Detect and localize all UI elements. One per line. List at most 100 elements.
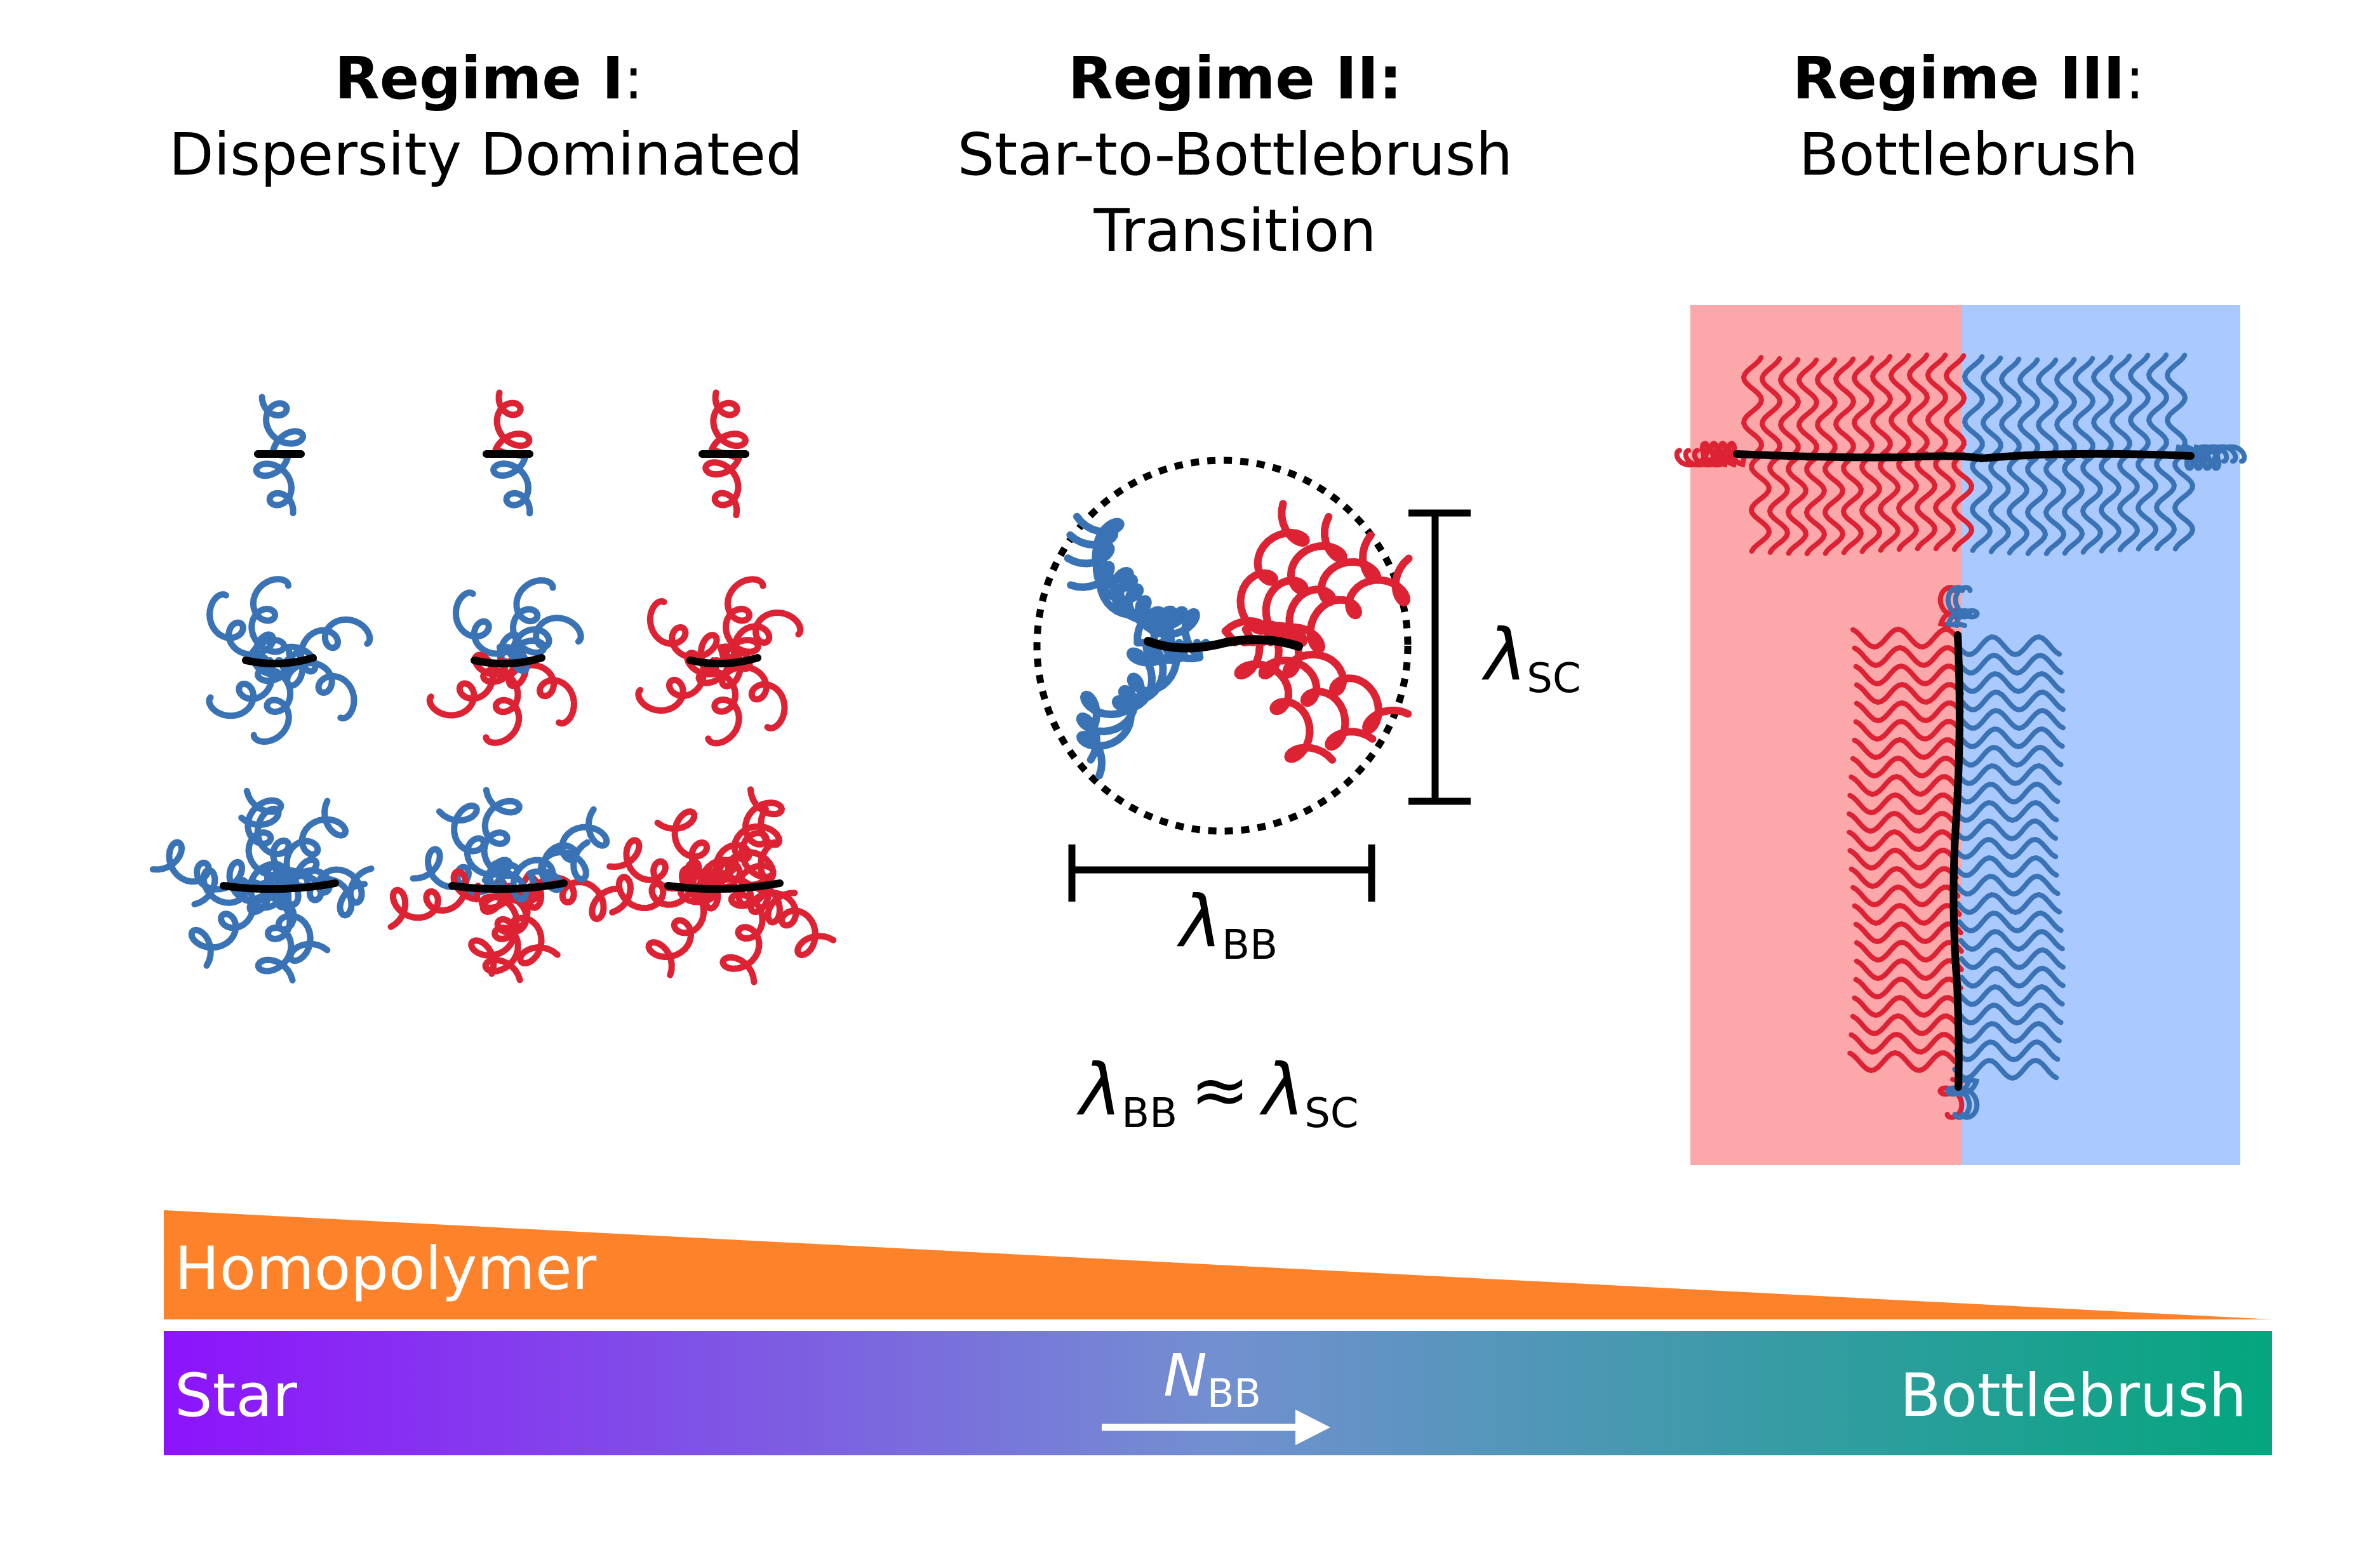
backbone — [664, 879, 784, 893]
polymer-r2-c1 — [206, 576, 373, 745]
side-chain — [635, 650, 721, 714]
side-chain — [1852, 994, 1962, 1018]
side-chain — [1958, 984, 2065, 1008]
side-chain — [1840, 455, 1864, 556]
side-chain — [1067, 561, 1210, 656]
side-chain — [1847, 810, 1957, 834]
side-chain — [248, 576, 291, 664]
side-chain — [2072, 356, 2096, 460]
side-chain — [478, 883, 523, 984]
n-bb-label: NBB — [1163, 1342, 1261, 1417]
end-chain — [1953, 1077, 1980, 1120]
side-chain — [2006, 455, 2030, 556]
side-chain — [1958, 928, 2065, 952]
svg-text:Regime I:: Regime I: — [335, 44, 643, 112]
molecule-boundary-dotted-circle — [1033, 457, 1412, 835]
side-chain — [1877, 452, 1901, 553]
side-chain — [253, 451, 297, 517]
side-chain — [285, 616, 373, 675]
end-chain — [1692, 441, 1738, 468]
side-chain — [1955, 634, 2062, 658]
side-chain — [2090, 354, 2115, 458]
side-chain — [1958, 947, 2066, 971]
side-chain — [1853, 976, 1963, 1000]
side-chain — [2054, 357, 2078, 461]
side-chain — [1748, 453, 1772, 554]
lambda-sc-label: λSC — [1481, 614, 1581, 702]
side-chain — [1853, 718, 1963, 742]
homopolymer-label: Homopolymer — [175, 1234, 597, 1304]
side-chain — [2017, 357, 2041, 461]
side-chain — [719, 651, 788, 731]
end-chain — [1683, 441, 1729, 468]
backbone — [471, 654, 545, 668]
side-chain — [1064, 542, 1192, 653]
side-chain — [1853, 921, 1963, 945]
star-label: Star — [175, 1361, 297, 1431]
polymer-r1-c1 — [253, 394, 306, 517]
regime-1-subtitle: Dispersity Dominated — [169, 121, 803, 189]
side-chain — [283, 648, 358, 722]
homopolymer-wedge: Homopolymer — [164, 1210, 2272, 1319]
side-chain — [1854, 957, 1964, 982]
side-chain — [492, 389, 533, 457]
side-chain — [1958, 726, 2065, 750]
side-chain — [2172, 451, 2196, 552]
horizontal-bottlebrush — [1674, 352, 2247, 556]
side-chain — [1851, 355, 1875, 459]
side-chain — [1980, 355, 2004, 459]
side-chain — [2135, 451, 2159, 552]
side-chain — [258, 394, 306, 457]
side-chain — [1777, 357, 1802, 461]
side-chain — [1822, 455, 1846, 556]
regime-2-title: Regime II: Star-to-Bottlebrush Transitio… — [958, 44, 1513, 265]
side-chain — [1850, 1013, 1960, 1037]
side-chain — [1906, 352, 1930, 457]
side-chain — [1951, 451, 1975, 552]
backbone — [448, 879, 568, 893]
side-chain — [1853, 663, 1963, 687]
backbone-scale-bar — [1068, 844, 1375, 902]
increase-arrow-icon — [1102, 1410, 1330, 1445]
regime-2-subtitle-line-1: Star-to-Bottlebrush — [958, 121, 1513, 189]
backbone — [686, 654, 761, 668]
horizontal-backbone — [1733, 450, 2195, 463]
side-chain — [1962, 354, 1986, 458]
side-chain — [1925, 352, 1949, 457]
side-chain — [1955, 891, 2062, 916]
side-chain — [191, 864, 293, 908]
side-chain — [1943, 353, 1967, 457]
side-chain — [2153, 451, 2177, 551]
side-chain — [250, 657, 294, 745]
side-chain — [1847, 847, 1958, 871]
side-chain — [496, 615, 584, 674]
side-chain — [2116, 451, 2141, 552]
side-chain — [188, 879, 270, 969]
side-chain — [1956, 910, 2064, 934]
side-chain — [1785, 455, 1809, 556]
side-chain — [1847, 792, 1958, 816]
side-chain — [2164, 352, 2188, 457]
vertical-backbone — [1949, 631, 1963, 1091]
side-chain — [1953, 873, 2061, 897]
side-chain — [1958, 707, 2066, 731]
side-chain — [609, 865, 708, 916]
regime-3-title-bold: Regime III — [1793, 44, 2125, 112]
regime-2-title-bold: Regime II: — [1068, 44, 1402, 112]
side-chain — [1076, 639, 1189, 764]
side-chain — [480, 657, 523, 746]
side-chain — [1854, 939, 1964, 963]
side-chain — [1852, 902, 1962, 926]
side-chain — [1849, 1031, 1959, 1055]
side-chain — [1958, 689, 2066, 713]
regime-3-title: Regime III: Bottlebrush — [1793, 44, 2145, 189]
homopolymer-wedge-shape — [164, 1210, 2272, 1319]
side-chain — [206, 591, 277, 671]
side-chain — [1952, 799, 2059, 824]
side-chain — [1803, 456, 1828, 556]
molecule-side-chains — [1064, 500, 1413, 780]
side-chain — [2146, 352, 2170, 456]
side-chain — [1895, 451, 1920, 552]
side-chain — [719, 883, 768, 985]
side-chain — [1914, 451, 1938, 552]
